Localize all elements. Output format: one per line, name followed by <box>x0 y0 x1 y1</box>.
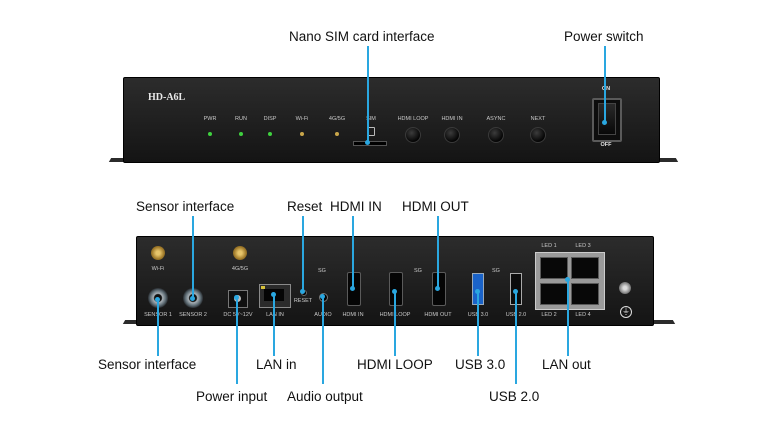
async-button[interactable] <box>488 127 504 143</box>
4g5g-antenna-connector[interactable] <box>233 246 247 260</box>
led-run <box>239 132 243 136</box>
power-input-leader-dot <box>234 295 239 300</box>
usb30-leader-dot <box>475 289 480 294</box>
led-label-4g5g: 4G/5G <box>328 116 346 122</box>
callout-sensor-top: Sensor interface <box>136 199 235 214</box>
sensor-top-leader <box>192 216 194 298</box>
sg-label-1: SG <box>318 268 326 274</box>
audio-output-leader <box>322 297 324 384</box>
device-model-label: HD-A6L <box>148 92 186 103</box>
callout-lan-out: LAN out <box>542 357 591 372</box>
sg-label-2: SG <box>414 268 422 274</box>
led-disp <box>268 132 272 136</box>
led-4-label: LED 4 <box>575 312 591 318</box>
callout-usb20: USB 2.0 <box>489 389 540 404</box>
lan-in-leader <box>273 295 275 356</box>
lan-out-leader <box>567 280 569 356</box>
led-wifi <box>300 132 304 136</box>
dc-input-label: DC 5V~12V <box>223 312 253 318</box>
callout-nano-sim: Nano SIM card interface <box>289 29 435 44</box>
led-4g5g <box>335 132 339 136</box>
hdmi-loop-button[interactable] <box>405 127 421 143</box>
next-button[interactable] <box>530 127 546 143</box>
power-switch-rocker <box>598 103 616 135</box>
callout-usb30: USB 3.0 <box>455 357 506 372</box>
hdmi-in-leader <box>352 216 354 288</box>
led-label-run: RUN <box>235 116 247 122</box>
power-switch-leader <box>604 46 606 122</box>
sim-card-slot[interactable] <box>353 141 387 146</box>
power-input-leader <box>236 298 238 384</box>
lan-in-port-led <box>261 286 265 289</box>
hdmi-out-port-label: HDMI OUT <box>424 312 452 318</box>
nano-sim-leader-dot <box>365 140 370 145</box>
led-label-pwr: PWR <box>203 116 217 122</box>
sensor-bottom-leader-dot <box>155 297 160 302</box>
sensor-top-leader-dot <box>190 296 195 301</box>
hdmi-in-leader-dot <box>350 286 355 291</box>
led-label-sim: SIM <box>366 116 376 122</box>
led-3-label: LED 3 <box>575 243 591 249</box>
usb30-leader <box>477 292 479 356</box>
audio-output-leader-dot <box>320 294 325 299</box>
hdmi-in-port-label: HDMI IN <box>342 312 364 318</box>
callout-hdmi-loop: HDMI LOOP <box>357 357 433 372</box>
switch-off-label: OFF <box>600 142 612 148</box>
hdmi-loop-leader <box>394 292 396 356</box>
usb20-leader <box>515 292 517 384</box>
callout-power-input: Power input <box>196 389 268 404</box>
sensor-bottom-leader <box>157 300 159 356</box>
reset-leader <box>302 216 304 292</box>
callout-reset: Reset <box>287 199 323 214</box>
button-label-async: ASYNC <box>486 116 506 122</box>
power-switch[interactable] <box>592 98 622 142</box>
button-label-hdmi-loop: HDMI LOOP <box>397 116 429 122</box>
led-pwr <box>208 132 212 136</box>
led-2-label: LED 2 <box>541 312 557 318</box>
wifi-antenna-connector[interactable] <box>151 246 165 260</box>
wifi-antenna-label: Wi-Fi <box>151 266 165 272</box>
lan-out-leader-dot <box>565 277 570 282</box>
lan-out-port-1[interactable] <box>540 257 568 279</box>
led-1-label: LED 1 <box>541 243 557 249</box>
ground-symbol-icon: ⏚ <box>620 306 632 318</box>
sim-card-icon <box>368 127 375 136</box>
callout-hdmi-in: HDMI IN <box>330 199 382 214</box>
callout-hdmi-out: HDMI OUT <box>402 199 469 214</box>
lan-in-label: LAN IN <box>266 312 284 318</box>
switch-on-label: ON <box>601 86 611 92</box>
hdmi-out-leader <box>437 216 439 288</box>
callout-lan-in: LAN in <box>256 357 297 372</box>
lan-in-leader-dot <box>271 292 276 297</box>
sensor-2-label: SENSOR 2 <box>179 312 207 318</box>
hdmi-loop-leader-dot <box>392 289 397 294</box>
front-device-panel <box>123 77 660 163</box>
4g5g-antenna-label: 4G/5G <box>231 266 249 272</box>
lan-out-port-4[interactable] <box>571 283 599 305</box>
sg-label-3: SG <box>492 268 500 274</box>
callout-power-switch: Power switch <box>564 29 644 44</box>
lan-out-port-3[interactable] <box>571 257 599 279</box>
button-label-next: NEXT <box>530 116 546 122</box>
ground-screw <box>619 282 631 294</box>
button-label-hdmi-in: HDMI IN <box>441 116 463 122</box>
hdmi-in-button[interactable] <box>444 127 460 143</box>
nano-sim-leader <box>367 46 369 142</box>
usb20-leader-dot <box>513 289 518 294</box>
power-switch-leader-dot <box>602 120 607 125</box>
callout-sensor-bottom: Sensor interface <box>98 357 197 372</box>
reset-leader-dot <box>300 289 305 294</box>
hdmi-out-leader-dot <box>435 286 440 291</box>
lan-out-port-2[interactable] <box>540 283 568 305</box>
callout-audio-output: Audio output <box>287 389 363 404</box>
led-label-wifi: Wi-Fi <box>295 116 309 122</box>
led-label-disp: DISP <box>263 116 277 122</box>
reset-label: RESET <box>293 298 313 304</box>
